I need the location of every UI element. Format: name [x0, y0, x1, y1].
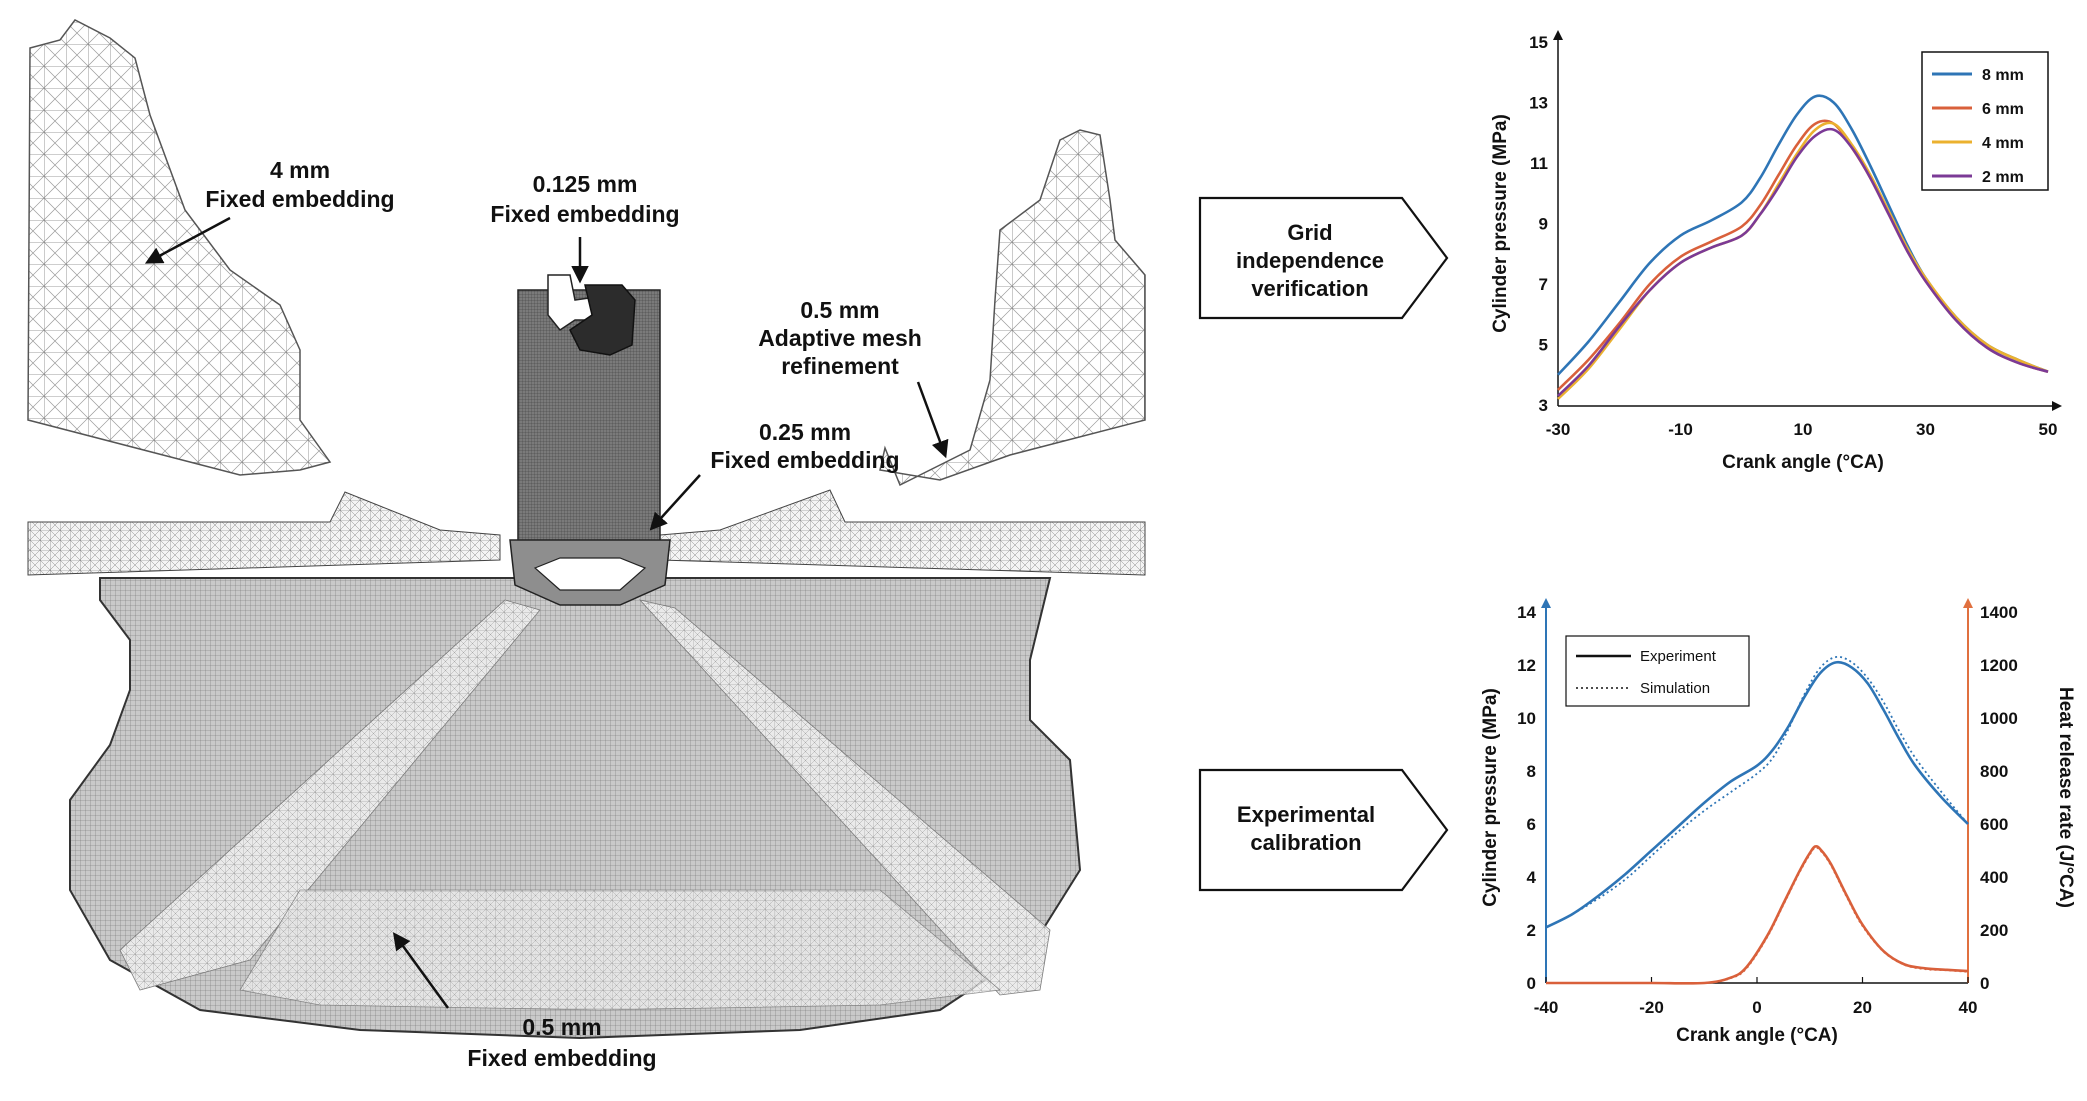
- label-nozzle: 0.25 mm Fixed embedding: [710, 419, 899, 473]
- spray-plume-left: [119, 599, 541, 991]
- coarse-method: Fixed embedding: [205, 186, 394, 212]
- arrow-nozzle: [649, 474, 701, 531]
- x-tick-label: -40: [1534, 998, 1559, 1017]
- x-tick-label: -20: [1639, 998, 1664, 1017]
- series-line: [1545, 660, 1969, 929]
- y-axis-arrowhead: [1553, 30, 1563, 40]
- right-y-tick-label: 400: [1980, 868, 2008, 887]
- y-tick-label: 7: [1539, 275, 1548, 294]
- left-y-axis-arrowhead: [1541, 598, 1551, 608]
- y-tick-label: 11: [1530, 154, 1548, 173]
- calib-line-2: calibration: [1250, 830, 1361, 855]
- amr-size: 0.5 mm: [800, 297, 879, 323]
- nozzle-size: 0.25 mm: [759, 419, 851, 445]
- x-tick-label: 0: [1752, 998, 1761, 1017]
- calib-process-arrow: Experimental calibration: [1198, 768, 1449, 892]
- legend-label: Experiment: [1640, 648, 1717, 665]
- left-y-tick-label: 4: [1527, 868, 1537, 887]
- spray-plume-right: [638, 599, 1051, 996]
- amr-method: Adaptive mesh: [758, 325, 922, 351]
- left-y-tick-label: 0: [1527, 974, 1536, 993]
- x-tick-label: 20: [1853, 998, 1872, 1017]
- x-tick-label: 30: [1916, 420, 1935, 439]
- right-y-tick-label: 0: [1980, 974, 1989, 993]
- injector-size: 0.125 mm: [533, 171, 638, 197]
- right-y-axis-arrowhead: [1963, 598, 1973, 608]
- grid-line-2: independence: [1236, 248, 1384, 273]
- legend-label: 4 mm: [1982, 135, 2024, 152]
- injector-method: Fixed embedding: [490, 201, 679, 227]
- legend-label: 2 mm: [1982, 169, 2024, 186]
- y-tick-label: 3: [1539, 396, 1548, 415]
- arrow-coarse: [144, 216, 231, 264]
- left-y-tick-label: 8: [1527, 762, 1536, 781]
- grid-line-1: Grid: [1287, 220, 1332, 245]
- x-tick-label: -30: [1546, 420, 1571, 439]
- mesh-annotations: 4 mm Fixed embedding 0.125 mm Fixed embe…: [144, 157, 949, 1071]
- legend-label: 6 mm: [1982, 101, 2024, 118]
- legend-label: 8 mm: [1982, 67, 2024, 84]
- injector-cap: [569, 284, 636, 356]
- coarse-size: 4 mm: [270, 157, 330, 183]
- right-y-tick-label: 1000: [1980, 709, 2018, 728]
- nozzle-method: Fixed embedding: [710, 447, 899, 473]
- label-amr: 0.5 mm Adaptive mesh refinement: [758, 297, 922, 379]
- right-y-tick-label: 1400: [1980, 603, 2018, 622]
- left-y-tick-label: 6: [1527, 815, 1536, 834]
- arrow-amr: [916, 381, 949, 459]
- y-tick-label: 9: [1539, 215, 1548, 234]
- spray-size: 0.5 mm: [522, 1014, 601, 1040]
- calib-line-1: Experimental: [1237, 802, 1375, 827]
- spray-method: Fixed embedding: [467, 1045, 656, 1071]
- arrow-spray: [392, 932, 450, 1009]
- y-tick-label: 5: [1539, 336, 1548, 355]
- left-y-tick-label: 10: [1517, 709, 1536, 728]
- x-axis-title: Crank angle (°CA): [1676, 1025, 1838, 1046]
- left-y-tick-label: 12: [1517, 656, 1536, 675]
- x-axis-title: Crank angle (°CA): [1722, 452, 1884, 473]
- right-y-axis-title: Heat release rate (J/°CA): [2055, 687, 2076, 908]
- series-line: [1546, 846, 1969, 985]
- injector-nozzle-hole: [533, 557, 647, 591]
- x-tick-label: 40: [1959, 998, 1978, 1017]
- grid-line-3: verification: [1251, 276, 1368, 301]
- label-injector: 0.125 mm Fixed embedding: [490, 171, 679, 227]
- y-tick-label: 15: [1529, 33, 1548, 52]
- right-y-tick-label: 200: [1980, 921, 2008, 940]
- label-spray: 0.5 mm Fixed embedding: [467, 1014, 656, 1071]
- x-tick-label: 50: [2039, 420, 2058, 439]
- y-axis-title: Cylinder pressure (MPa): [1490, 114, 1511, 333]
- spray-plume-bottom: [239, 889, 1001, 1011]
- label-coarse: 4 mm Fixed embedding: [205, 157, 394, 212]
- amr-method-2: refinement: [781, 353, 899, 379]
- legend-label: Simulation: [1640, 680, 1710, 697]
- y-tick-label: 13: [1529, 94, 1548, 113]
- right-y-tick-label: 800: [1980, 762, 2008, 781]
- right-y-tick-label: 1200: [1980, 656, 2018, 675]
- series-line: [1557, 127, 2049, 397]
- grid-process-arrow: Grid independence verification: [1198, 196, 1449, 320]
- right-port-mesh: [879, 129, 1146, 487]
- legend-box: [1565, 635, 1750, 707]
- left-port-mesh: [27, 19, 332, 476]
- head-band-mesh-right: [659, 489, 1146, 576]
- head-band-mesh: [27, 491, 501, 576]
- left-y-tick-label: 2: [1527, 921, 1536, 940]
- right-y-tick-label: 600: [1980, 815, 2008, 834]
- x-axis-arrowhead: [2052, 401, 2062, 411]
- engine-mesh: [27, 19, 1146, 1040]
- series-line: [1546, 844, 1969, 985]
- x-tick-label: 10: [1794, 420, 1813, 439]
- left-y-axis-title: Cylinder pressure (MPa): [1480, 688, 1501, 907]
- left-y-tick-label: 14: [1517, 603, 1536, 622]
- x-tick-label: -10: [1668, 420, 1693, 439]
